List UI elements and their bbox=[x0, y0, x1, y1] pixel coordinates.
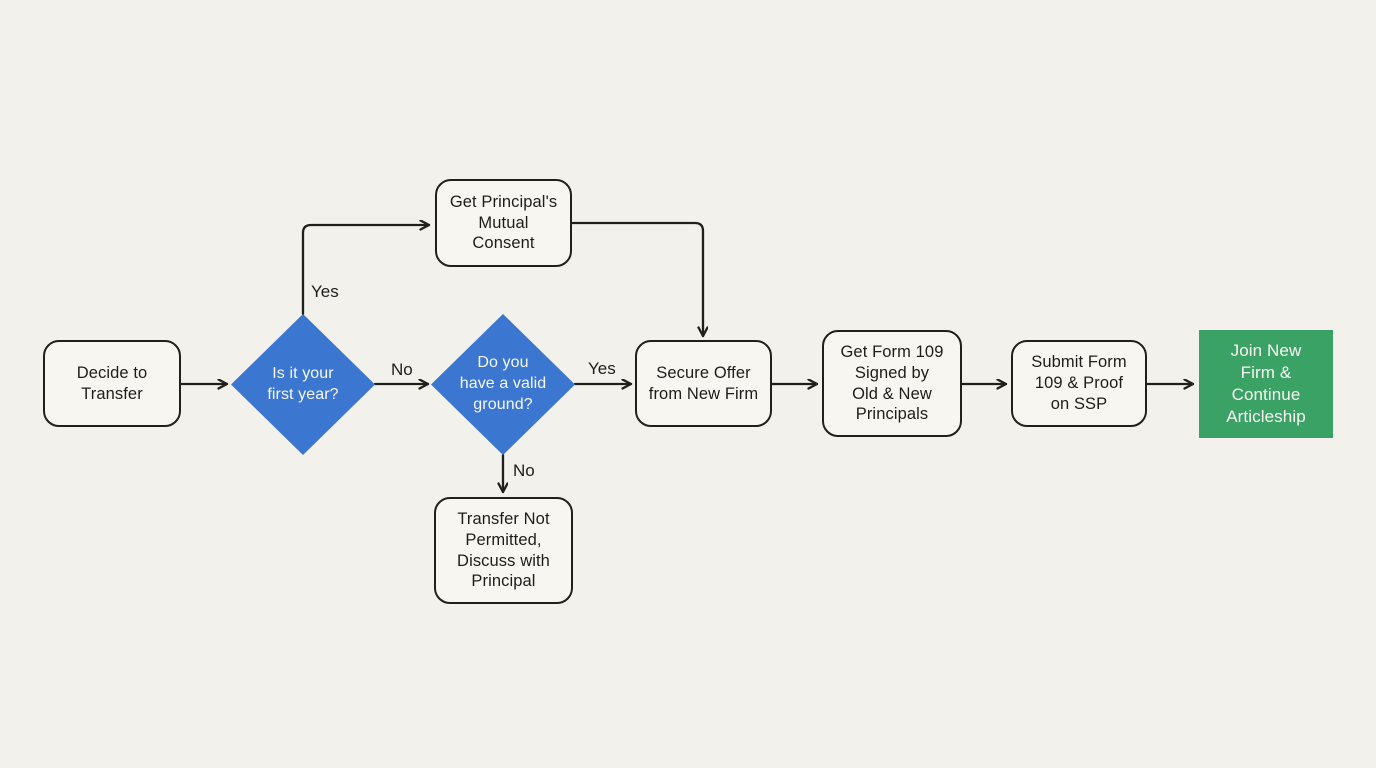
edge-mutual-consent-to-secure-offer bbox=[570, 221, 703, 338]
edge-label-valid-ground-yes: Yes bbox=[588, 359, 616, 378]
edge-label-first-year-no: No bbox=[391, 360, 413, 379]
node-principals-mutual-consent: Get Principal's Mutual Consent bbox=[435, 179, 572, 267]
node-decide-to-transfer: Decide to Transfer bbox=[43, 340, 181, 427]
edge-label-first-year-yes: Yes bbox=[311, 282, 339, 301]
node-join-new-firm: Join New Firm & Continue Articleship bbox=[1199, 330, 1333, 438]
node-submit-form-109-ssp: Submit Form 109 & Proof on SSP bbox=[1011, 340, 1147, 427]
node-form-109-signed: Get Form 109 Signed by Old & New Princip… bbox=[822, 330, 962, 437]
edge-first-year-yes-to-mutual-consent bbox=[301, 225, 431, 316]
node-secure-offer-new-firm: Secure Offer from New Firm bbox=[635, 340, 772, 427]
node-transfer-not-permitted: Transfer Not Permitted, Discuss with Pri… bbox=[434, 497, 573, 604]
edge-label-valid-ground-no: No bbox=[513, 461, 535, 480]
